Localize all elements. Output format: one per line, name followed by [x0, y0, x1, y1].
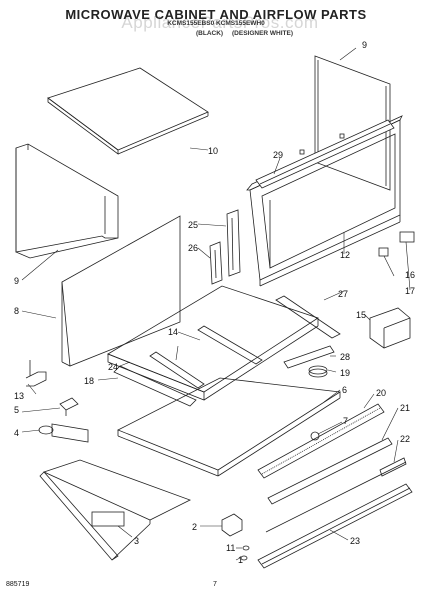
part-28-rail	[283, 345, 335, 369]
part-12-front-frame	[246, 115, 403, 287]
part-11-fastener	[242, 545, 250, 551]
model-numbers: KCMS155EBS0 KCMS155EWH0	[167, 20, 265, 27]
part-5-bracket	[59, 397, 79, 416]
part-10-top-panel	[47, 67, 209, 155]
part-15-duct	[369, 307, 411, 349]
callout-26: 26	[188, 243, 198, 253]
part-13-bracket	[25, 360, 47, 387]
part-8-back-panel	[61, 215, 181, 367]
callout-22: 22	[400, 434, 410, 444]
callout-12: 12	[340, 250, 350, 260]
callout-13: 13	[14, 391, 24, 401]
callout-28: 28	[340, 352, 350, 362]
callout-7: 7	[343, 416, 348, 426]
part-24-base-plate	[107, 285, 319, 401]
callout-25: 25	[188, 220, 198, 230]
callout-23: 23	[350, 536, 360, 546]
part-22-trim	[265, 457, 407, 533]
callout-2: 2	[192, 522, 197, 532]
callout-1: 1	[238, 555, 243, 565]
callout-labels: 1 2 3 4 5 6 7 8 9 9 10 11 12 13 14 15 16…	[14, 40, 415, 565]
callout-8: 8	[14, 306, 19, 316]
callout-9-right: 9	[362, 40, 367, 50]
callout-11: 11	[226, 543, 235, 553]
callout-3: 3	[134, 536, 139, 546]
part-9-right-side-panel	[314, 55, 391, 191]
callout-18: 18	[84, 376, 94, 386]
callout-17: 17	[405, 286, 415, 296]
callout-15: 15	[356, 310, 366, 320]
part-3-bottom-shield	[39, 459, 192, 561]
callout-9-left: 9	[14, 276, 19, 286]
part-27-rail	[275, 295, 341, 339]
callout-4: 4	[14, 428, 19, 438]
callout-29: 29	[273, 150, 283, 160]
part-9-left-side-panel	[15, 143, 119, 259]
part-25-vent-bracket	[226, 209, 241, 277]
part-19-grommet	[308, 365, 328, 378]
callout-21: 21	[400, 403, 410, 413]
callout-5: 5	[14, 405, 19, 415]
part-17-clip	[378, 247, 389, 257]
variant-white: (DESIGNER WHITE)	[232, 30, 294, 37]
callout-24: 24	[108, 362, 118, 372]
watermark: AppliancePartsPros.com	[121, 13, 319, 32]
part-20-grille	[257, 403, 385, 479]
part-1-fastener	[240, 555, 248, 561]
document-number: 885719	[6, 581, 30, 588]
callout-6: 6	[342, 385, 347, 395]
part-16-clip	[399, 231, 415, 243]
part-23-bottom-trim	[257, 483, 413, 569]
callout-16: 16	[405, 270, 415, 280]
diagram-title: MICROWAVE CABINET AND AIRFLOW PARTS	[65, 7, 367, 22]
part-29-control-panel	[255, 119, 395, 189]
part-26-vent-bracket	[209, 241, 223, 285]
callout-27: 27	[338, 289, 348, 299]
part-18-guide	[113, 365, 197, 407]
part-21-trim	[267, 437, 393, 505]
part-4-motor-assembly	[38, 423, 89, 443]
part-14-guide-rails	[149, 325, 263, 389]
leader-lines	[21, 47, 411, 561]
part-6-bottom-pan	[117, 377, 342, 477]
callout-14: 14	[168, 327, 178, 337]
variant-black: (BLACK)	[196, 30, 224, 37]
page-number: 7	[213, 581, 217, 588]
part-2-switch	[221, 513, 243, 537]
callout-10: 10	[208, 146, 218, 156]
callout-19: 19	[340, 368, 350, 378]
callout-20: 20	[376, 388, 386, 398]
